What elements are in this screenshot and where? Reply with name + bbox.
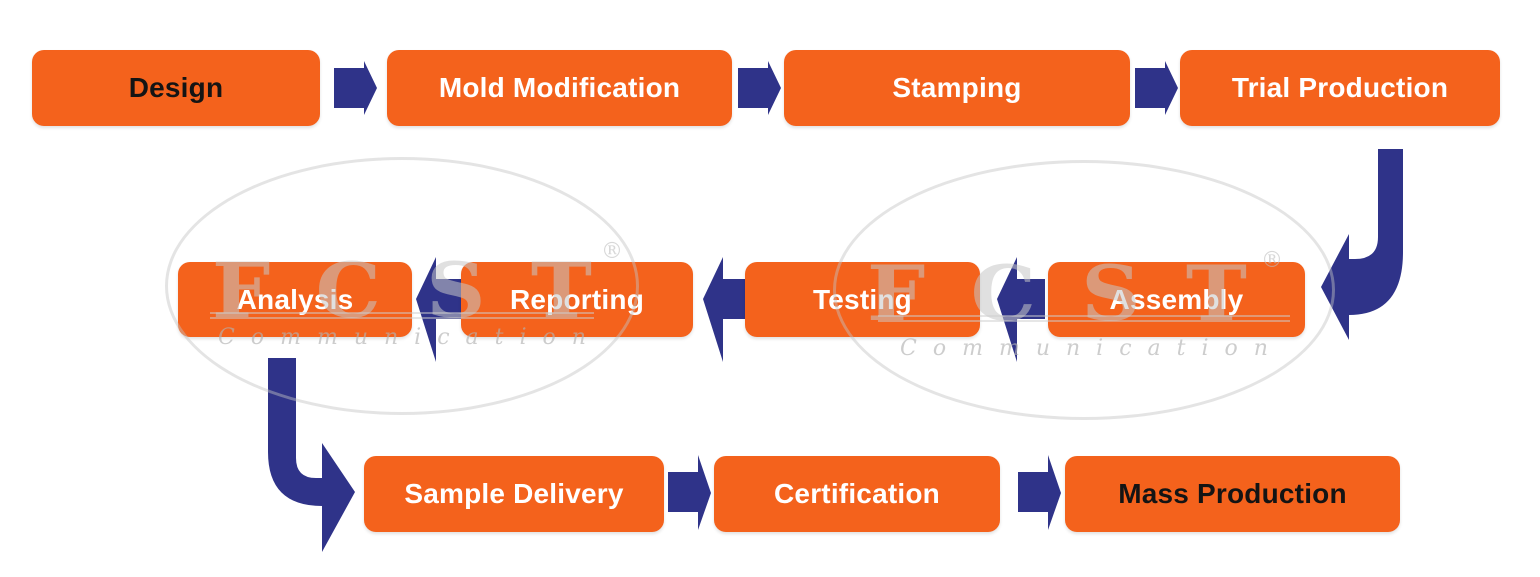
flow-step-stamping: Stamping [784,50,1130,126]
flow-step-reporting: Reporting [461,262,693,337]
arrow-sample-delivery-to-certification [668,455,711,530]
flow-step-analysis: Analysis [178,262,412,337]
arrow-mold-modification-to-stamping [738,61,781,115]
flow-step-label: Mold Modification [438,72,681,103]
curved-arrow-trial-production-to-assembly [1321,149,1403,340]
arrow-reporting-to-analysis [416,257,462,362]
arrow-testing-to-reporting [703,257,751,362]
flow-step-label: Mass Production [1118,478,1347,509]
arrow-stamping-to-trial-production [1135,61,1178,115]
curved-arrow-analysis-to-sample-delivery [268,358,355,552]
arrow-assembly-to-testing [997,257,1045,362]
flow-step-label: Stamping [892,72,1022,103]
flow-step-label: Reporting [509,283,644,315]
flow-step-assembly: Assembly [1048,262,1305,337]
flow-step-label: Testing [813,283,912,315]
flow-step-mold-modification: Mold Modification [387,50,732,126]
flow-step-label: Design [128,72,224,103]
flow-step-label: Sample Delivery [404,478,624,509]
flow-step-label: Assembly [1109,283,1244,315]
flow-step-testing: Testing [745,262,980,337]
flow-step-label: Trial Production [1231,72,1449,103]
flow-step-trial-production: Trial Production [1180,50,1500,126]
flow-step-sample-delivery: Sample Delivery [364,456,664,532]
flow-step-label: Analysis [236,283,354,315]
flow-step-mass-production: Mass Production [1065,456,1400,532]
flow-step-certification: Certification [714,456,1000,532]
flow-step-design: Design [32,50,320,126]
arrow-design-to-mold-modification [334,61,377,115]
flow-step-label: Certification [774,478,940,509]
arrow-certification-to-mass-production [1018,455,1061,530]
